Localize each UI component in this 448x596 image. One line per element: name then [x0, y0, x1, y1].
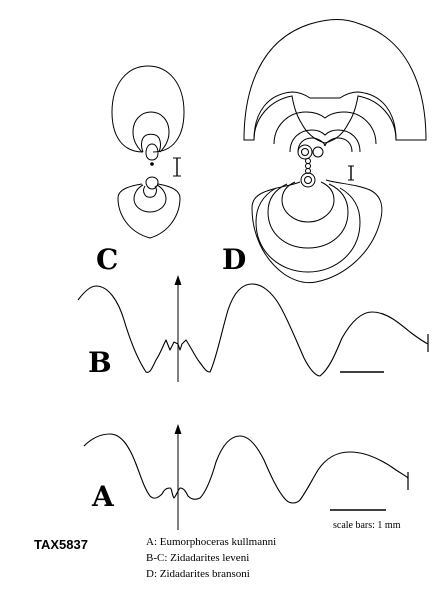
panel-d-lower-protoconch-inner — [304, 176, 312, 184]
panel-d-upper-whorl-small — [289, 129, 361, 153]
panel-b-ventral-arrow-icon — [174, 275, 182, 382]
panel-d-cross-section — [243, 19, 427, 284]
panel-d-upper-whorl-mid — [273, 111, 377, 145]
panel-d-lower-whorl-small — [281, 181, 335, 223]
legend-entry-a: A: Eumorphoceras kullmanni — [146, 536, 276, 548]
panel-d-upper-protoconch-right — [312, 146, 324, 158]
panel-d-upper-whorl-outer — [243, 19, 427, 144]
panel-c-lower-whorl-small — [143, 185, 157, 198]
panel-d-upper-protoconch-inner — [301, 148, 309, 156]
specimen-code: TAX5837 — [34, 537, 88, 552]
panel-c-lower-protoconch — [145, 176, 159, 190]
panel-d-upper-whorl-large — [253, 91, 397, 141]
panel-label-c: C — [96, 243, 118, 276]
legend-entry-d: D: Zidadarites bransoni — [146, 568, 250, 580]
legend-entry-b-c: B-C: Zidadarites leveni — [146, 552, 249, 564]
panel-c-lower-whorl-mid — [133, 184, 167, 213]
panel-c-upper-whorl-outer — [111, 65, 185, 153]
panel-d-upper-protoconch-outer — [297, 144, 313, 160]
panel-c-center-dot — [150, 162, 154, 166]
panel-d-lower-whorl-mid — [267, 183, 349, 249]
panel-d-lower-protoconch-outer — [300, 172, 316, 188]
panel-c-upper-protoconch — [145, 143, 159, 161]
panel-d-upper-whorl-tiny — [297, 137, 353, 153]
species-legend: A: Eumorphoceras kullmanni B-C: Zidadari… — [146, 536, 276, 580]
panel-c-scale-bar — [173, 157, 181, 177]
panel-a-suture — [83, 424, 409, 530]
panel-c-cross-section — [111, 65, 185, 239]
panel-d-scale-bar — [348, 165, 354, 181]
panel-c-upper-whorl-small — [141, 133, 161, 153]
panel-label-b: B — [88, 346, 112, 379]
panel-b-suture — [77, 275, 429, 382]
panel-d-lower-whorl-outer — [251, 179, 383, 284]
panel-a-ventral-arrow-icon — [174, 424, 182, 530]
panel-c-lower-whorl-outer — [117, 183, 181, 239]
scale-bar-caption: scale bars: 1 mm — [333, 520, 401, 531]
panel-a-suture-line — [83, 433, 409, 504]
panel-label-d: D — [222, 243, 246, 276]
panel-d-lower-whorl-large — [255, 187, 361, 273]
panel-b-suture-line — [77, 283, 429, 377]
panel-label-a: A — [91, 480, 115, 513]
panel-d-siphuncle — [305, 158, 311, 174]
panel-c-upper-whorl-mid — [132, 111, 170, 153]
